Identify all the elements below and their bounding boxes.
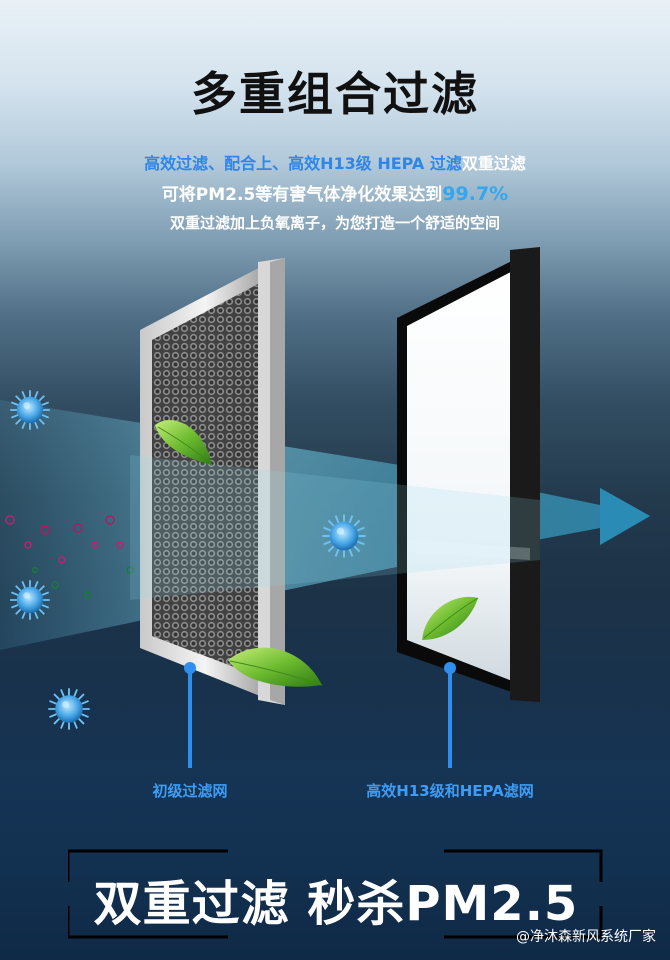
description-line-1: 高效过滤、配合上、高效H13级 HEPA 过滤双重过滤 bbox=[0, 150, 670, 174]
virus-icon bbox=[9, 579, 51, 621]
hepa-filter bbox=[397, 247, 540, 702]
description-line-2: 可将PM2.5等有害气体净化效果达到99.7% bbox=[0, 180, 670, 205]
arrow-right-icon bbox=[600, 488, 650, 545]
description-line-1-rest: 双重过滤 bbox=[461, 154, 526, 173]
virus-icon bbox=[47, 687, 91, 731]
slogan-frame bbox=[68, 849, 603, 939]
efficiency-percent: 99.7% bbox=[442, 183, 509, 205]
leaf-icon bbox=[155, 419, 213, 466]
primary-filter bbox=[140, 258, 285, 705]
description-line-1-highlight: 高效过滤、配合上、高效H13级 HEPA 过滤 bbox=[144, 154, 462, 173]
pointer-left bbox=[184, 662, 196, 768]
description-line-2-text: 可将PM2.5等有害气体净化效果达到 bbox=[161, 185, 443, 205]
virus-icon bbox=[9, 389, 51, 431]
watermark: @净沐森新风系统厂家 bbox=[516, 929, 656, 945]
primary-filter-label: 初级过滤网 bbox=[152, 782, 228, 800]
page-title: 多重组合过滤 bbox=[191, 67, 479, 121]
hepa-filter-label: 高效H13级和HEPA滤网 bbox=[366, 782, 534, 800]
pointer-right bbox=[444, 662, 456, 768]
virus-icon bbox=[321, 513, 367, 559]
slogan: 双重过滤 秒杀PM2.5 bbox=[93, 876, 579, 932]
description-line-3: 双重过滤加上负氧离子，为您打造一个舒适的空间 bbox=[169, 214, 500, 232]
leaf-icon bbox=[228, 647, 323, 687]
leaf-icon bbox=[422, 596, 479, 640]
